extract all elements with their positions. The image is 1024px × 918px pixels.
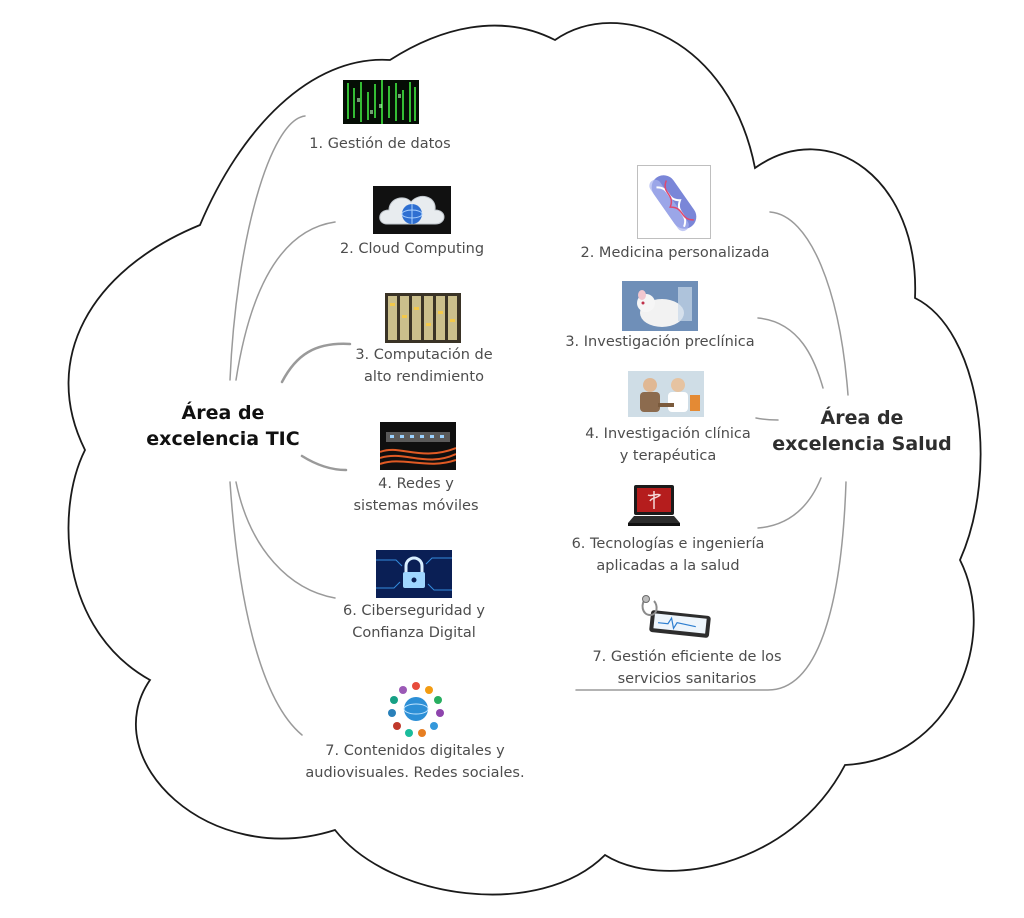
tic-item-3-label: 3. Computación de alto rendimiento xyxy=(309,344,539,388)
stethoscope-tablet-icon xyxy=(636,593,714,641)
lab-mouse-icon xyxy=(622,281,698,331)
salud-item-4-line-1: 4. Investigación clínica xyxy=(585,426,751,442)
connector-tic-4 xyxy=(300,454,348,472)
tic-item-7-line-1: 7. Contenidos digitales y xyxy=(325,743,505,759)
tic-item-4-line-1: 4. Redes y xyxy=(378,476,454,492)
salud-item-4-label: 4. Investigación clínica y terapéutica xyxy=(548,423,788,467)
salud-item-3-line-1: 3. Investigación preclínica xyxy=(565,334,755,350)
cloud-outline xyxy=(67,22,982,896)
connector-salud-2 xyxy=(769,211,849,396)
network-cables-icon xyxy=(380,422,456,470)
salud-item-3-label: 3. Investigación preclínica xyxy=(540,331,780,353)
hub-salud-line-2: excelencia Salud xyxy=(772,433,952,455)
tic-item-3-line-1: 3. Computación de xyxy=(355,347,493,363)
doctor-patient-icon xyxy=(628,371,704,417)
tic-item-6-line-2: Confianza Digital xyxy=(352,625,476,641)
connector-tic-1 xyxy=(229,115,306,381)
tic-item-1-line-1: 1. Gestión de datos xyxy=(309,136,451,152)
salud-item-7-line-2: servicios sanitarios xyxy=(617,671,757,687)
tic-item-3-line-2: alto rendimiento xyxy=(364,369,484,385)
hub-tic-line-2: excelencia TIC xyxy=(146,428,300,450)
tic-item-7-label: 7. Contenidos digitales y audiovisuales.… xyxy=(280,740,550,784)
salud-item-7-line-1: 7. Gestión eficiente de los xyxy=(592,649,782,665)
tic-item-2-label: 2. Cloud Computing xyxy=(297,238,527,260)
hub-tic-line-1: Área de xyxy=(181,402,265,424)
padlock-circuit-icon xyxy=(376,550,452,598)
tic-item-7-line-2: audiovisuales. Redes sociales. xyxy=(305,765,525,781)
hub-tic: Área de excelencia TIC xyxy=(133,400,313,452)
connector-tic-3 xyxy=(280,342,352,384)
medical-laptop-icon xyxy=(628,483,680,529)
data-matrix-icon xyxy=(343,80,419,124)
dna-capsule-icon xyxy=(637,165,711,239)
connector-salud-7 xyxy=(575,481,847,691)
social-media-globe-icon xyxy=(385,680,447,738)
salud-item-6-label: 6. Tecnologías e ingeniería aplicadas a … xyxy=(538,533,798,577)
server-rack-icon xyxy=(385,293,461,343)
connector-tic-2 xyxy=(235,221,336,381)
tic-item-1-label: 1. Gestión de datos xyxy=(265,133,495,155)
hub-salud-line-1: Área de xyxy=(820,407,904,429)
tic-item-6-line-1: 6. Ciberseguridad y xyxy=(342,603,486,619)
salud-item-6-line-1: 6. Tecnologías e ingeniería xyxy=(571,536,765,552)
connector-salud-3 xyxy=(757,317,824,389)
connector-tic-6 xyxy=(235,481,336,599)
salud-item-2-label: 2. Medicina personalizada xyxy=(555,242,795,264)
tic-item-2-line-1: 2. Cloud Computing xyxy=(339,241,485,257)
tic-item-4-line-2: sistemas móviles xyxy=(353,498,479,514)
tic-item-6-label: 6. Ciberseguridad y Confianza Digital xyxy=(299,600,529,644)
salud-item-2-line-1: 2. Medicina personalizada xyxy=(580,245,770,261)
cloud-globe-icon xyxy=(373,186,451,234)
hub-salud: Área de excelencia Salud xyxy=(772,405,952,457)
connector-tic-7 xyxy=(229,481,303,736)
connector-salud-4 xyxy=(755,417,779,421)
tic-item-4-label: 4. Redes y sistemas móviles xyxy=(301,473,531,517)
salud-item-6-line-2: aplicadas a la salud xyxy=(596,558,740,574)
connector-salud-6 xyxy=(757,477,822,529)
salud-item-4-line-2: y terapéutica xyxy=(619,448,717,464)
salud-item-7-label: 7. Gestión eficiente de los servicios sa… xyxy=(557,646,817,690)
